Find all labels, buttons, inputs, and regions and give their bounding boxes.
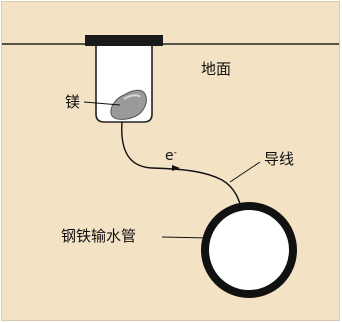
container-cap xyxy=(85,35,163,46)
pipe-leader xyxy=(161,236,210,239)
magnesium-block xyxy=(110,89,147,120)
ground-label: 地面 xyxy=(201,60,232,78)
electron-arrow xyxy=(172,165,180,171)
steel-pipe xyxy=(201,202,297,298)
electron-charge: - xyxy=(173,148,177,158)
magnesium-leader xyxy=(83,101,121,106)
electron-label: e- xyxy=(165,148,177,164)
wire-label: 导线 xyxy=(264,150,295,168)
electron-symbol: e xyxy=(165,148,174,164)
connecting-wire xyxy=(121,121,243,213)
wire-leader xyxy=(229,161,261,183)
magnesium-label: 镁 xyxy=(65,93,81,111)
magnesium-highlight xyxy=(123,94,141,100)
pipe-label: 钢铁输水管 xyxy=(61,227,137,245)
sacrificial-anode-diagram xyxy=(2,35,339,298)
